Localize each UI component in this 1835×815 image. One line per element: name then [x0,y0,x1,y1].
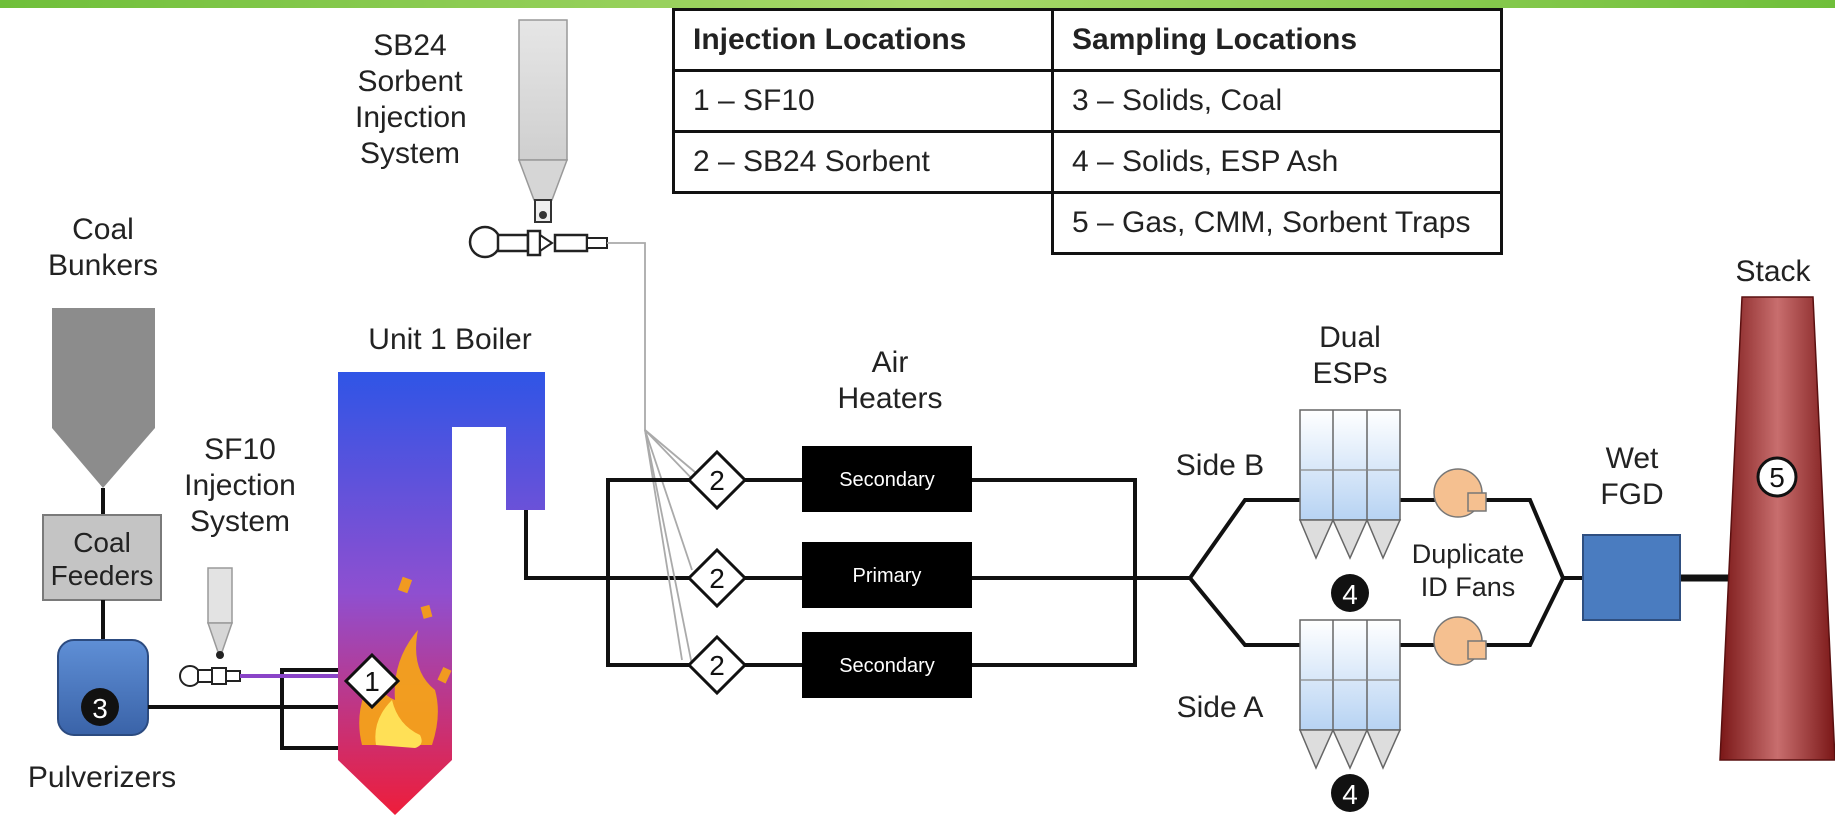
injection-marker-2-top [686,449,748,511]
sb24-label-line2: Sorbent [357,65,463,98]
title-bar-accent [0,0,1835,8]
esp-side-a [1298,619,1402,770]
sample-marker-3 [81,688,119,726]
header-injection-locations: Injection Locations [672,8,1054,72]
duplicate-id-fans-label-line1: Duplicate [1411,539,1525,569]
sampling-location-3: 3 – Solids, Coal [1051,69,1503,133]
sample-marker-4-side-b [1331,574,1369,612]
air-heaters-label: Air Heaters [815,345,965,417]
air-heater-secondary-bottom-label: Secondary [839,655,935,677]
coal-bunkers-label-line2: Bunkers [47,249,159,282]
wet-fgd-label-line1: Wet [1606,442,1659,475]
coal-feeders-label-line2: Feeders [51,560,154,591]
sample-marker-5 [1756,456,1798,498]
dual-esps-label: Dual ESPs [1290,320,1410,392]
air-heater-secondary-top-label: Secondary [839,469,935,491]
coal-feeders [42,514,162,640]
sb24-label: SB24 Sorbent Injection System [355,28,467,172]
sampling-location-5: 5 – Gas, CMM, Sorbent Traps [1051,191,1503,255]
sample-marker-4-side-b-label: 4 [1342,579,1358,610]
coal-bunkers-label: Coal Bunkers [38,212,168,284]
injection-marker-2-bottom [686,634,748,696]
unit1-boiler [338,372,545,815]
coal-bunkers-label-line1: Coal [72,213,134,246]
sample-marker-4-side-a-label: 4 [1342,779,1358,810]
flame-icon [359,576,452,748]
injection-marker-2-bottom-label: 2 [709,650,725,681]
sf10-label-line2: Injection [184,469,296,502]
coal-pipe [148,668,355,750]
duplicate-id-fans-label-line2: ID Fans [1420,572,1516,602]
sb24-label-line4: System [359,137,461,170]
sf10-injection-system [179,567,355,687]
injection-location-2: 2 – SB24 Sorbent [672,130,1054,194]
stack [1719,296,1835,761]
stack-label: Stack [1735,255,1811,288]
sf10-label-line3: System [189,505,291,538]
sampling-location-4: 4 – Solids, ESP Ash [1051,130,1503,194]
dual-esps-label-line1: Dual [1319,321,1381,354]
coal-bunker [52,308,155,515]
wet-fgd [1582,534,1681,621]
sample-marker-4-side-a [1331,774,1369,812]
air-heater-ducting [606,478,1190,667]
esp-side-b [1298,409,1402,560]
boiler-outlet-duct [524,510,692,580]
coal-feeders-label-line1: Coal [73,527,131,558]
air-heater-primary-label: Primary [853,565,922,587]
injection-marker-2-top-label: 2 [709,465,725,496]
sf10-label: SF10 Injection System [170,432,310,540]
air-heater-secondary-top [802,446,972,512]
pulverizers-label: Pulverizers [27,761,177,794]
header-sampling-locations: Sampling Locations [1051,8,1503,72]
wet-fgd-label-line2: FGD [1600,478,1663,511]
injection-marker-2-middle [686,547,748,609]
side-a-label: Side A [1176,691,1264,724]
injection-marker-1 [343,652,401,710]
locations-table: Injection Locations Sampling Locations 1… [672,8,1503,255]
sorbent-lines [607,242,703,666]
sf10-label-line1: SF10 [204,433,276,466]
air-heaters-label-line1: Air [871,346,909,379]
sample-marker-5-label: 5 [1769,462,1785,493]
dual-esps-label-line2: ESPs [1312,357,1388,390]
sb24-label-line3: Injection [355,101,467,134]
id-fan-top [1433,468,1487,518]
pulverizer [57,639,149,736]
injection-location-1: 1 – SF10 [672,69,1054,133]
injection-marker-1-label: 1 [364,666,380,697]
air-heaters-label-line2: Heaters [837,382,943,415]
injection-marker-2-middle-label: 2 [709,563,725,594]
esp-ducting [1188,498,1742,647]
air-heater-secondary-bottom [802,632,972,698]
unit1-boiler-label: Unit 1 Boiler [368,323,532,356]
id-fan-bottom [1433,616,1487,666]
air-heater-primary [802,542,972,608]
sb24-injection-system [468,19,608,259]
sample-marker-3-label: 3 [92,693,108,724]
side-b-label: Side B [1175,449,1265,482]
duplicate-id-fans-label: Duplicate ID Fans [1393,538,1543,604]
sb24-label-line1: SB24 [373,29,447,62]
